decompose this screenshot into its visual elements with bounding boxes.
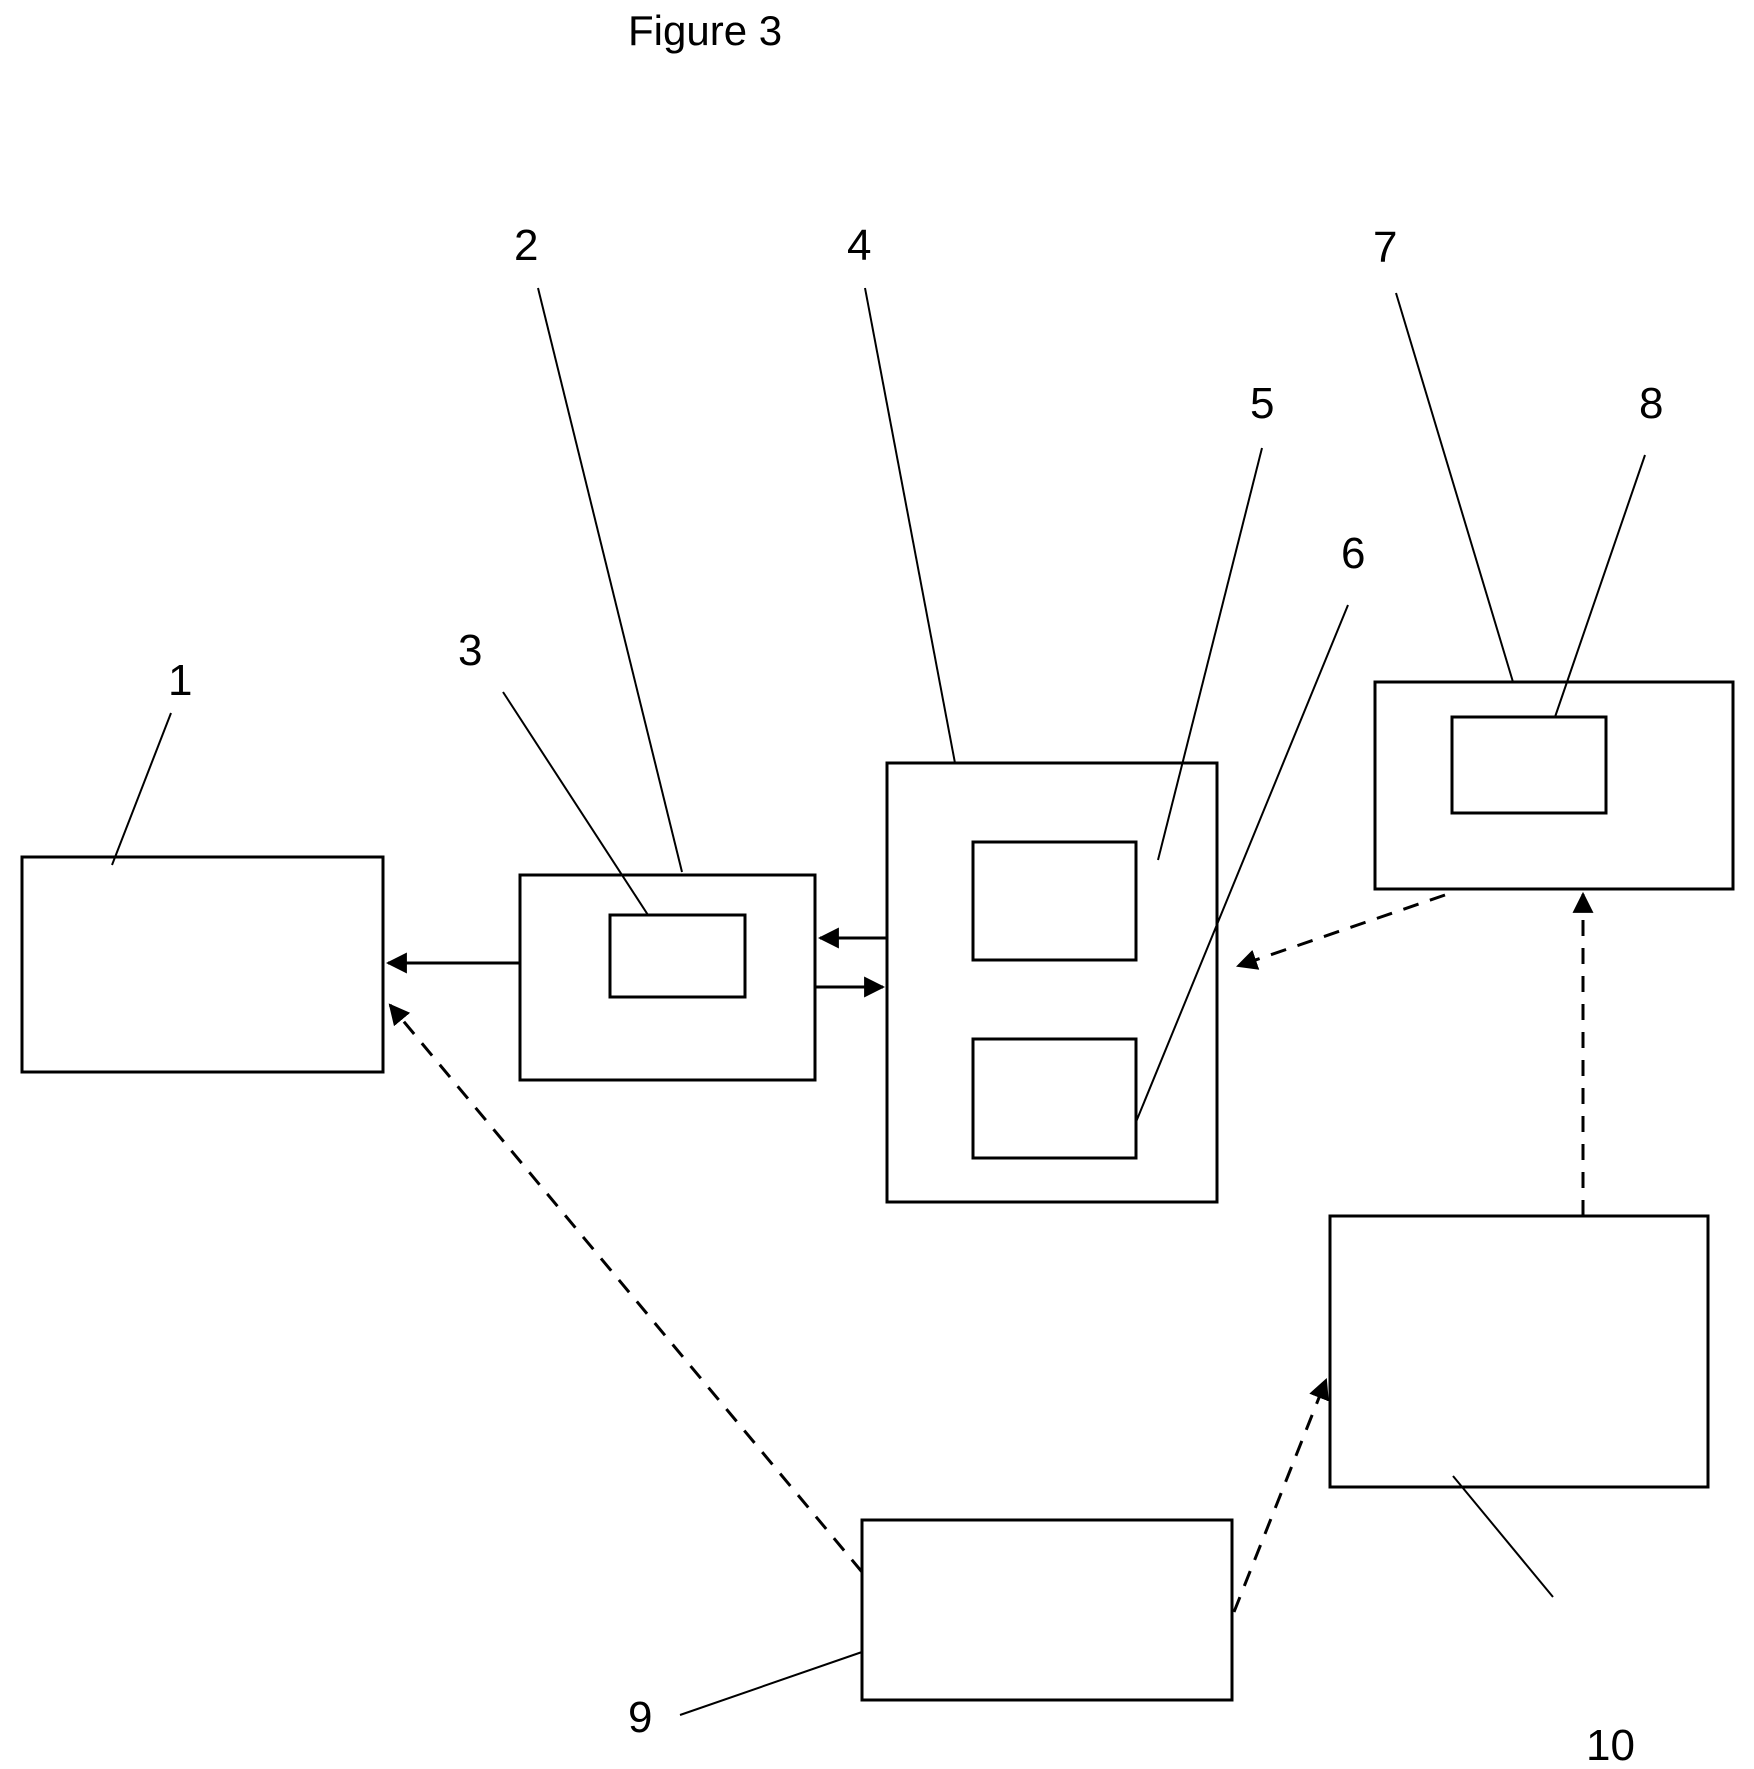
component-box-5	[973, 842, 1136, 960]
reference-numeral-1: 1	[168, 656, 192, 705]
leader-line-1	[112, 713, 171, 865]
leader-line-2	[538, 288, 682, 872]
reference-numeral-2: 2	[514, 221, 538, 270]
component-box-1	[22, 857, 383, 1072]
reference-numeral-5: 5	[1250, 379, 1274, 428]
reference-numeral-3: 3	[458, 626, 482, 675]
component-box-8	[1452, 717, 1606, 813]
arrow-7-to-4	[1238, 895, 1445, 966]
reference-numeral-4: 4	[847, 221, 871, 270]
reference-numeral-6: 6	[1341, 529, 1365, 578]
component-box-9	[862, 1520, 1232, 1700]
leader-line-4	[865, 288, 955, 763]
reference-numeral-8: 8	[1639, 379, 1663, 428]
arrow-9-to-1	[390, 1005, 862, 1572]
reference-numeral-9: 9	[628, 1693, 652, 1742]
leader-line-7	[1396, 293, 1513, 682]
leader-line-8	[1555, 455, 1645, 717]
component-box-6	[973, 1039, 1136, 1158]
component-box-3	[610, 915, 745, 997]
leader-line-10	[1453, 1476, 1553, 1597]
reference-numeral-7: 7	[1373, 223, 1397, 272]
component-box-10	[1330, 1216, 1708, 1487]
arrow-9-to-10	[1234, 1380, 1326, 1612]
leader-line-9	[680, 1652, 862, 1715]
figure-title: Figure 3	[628, 7, 782, 54]
reference-numeral-10: 10	[1586, 1721, 1635, 1769]
